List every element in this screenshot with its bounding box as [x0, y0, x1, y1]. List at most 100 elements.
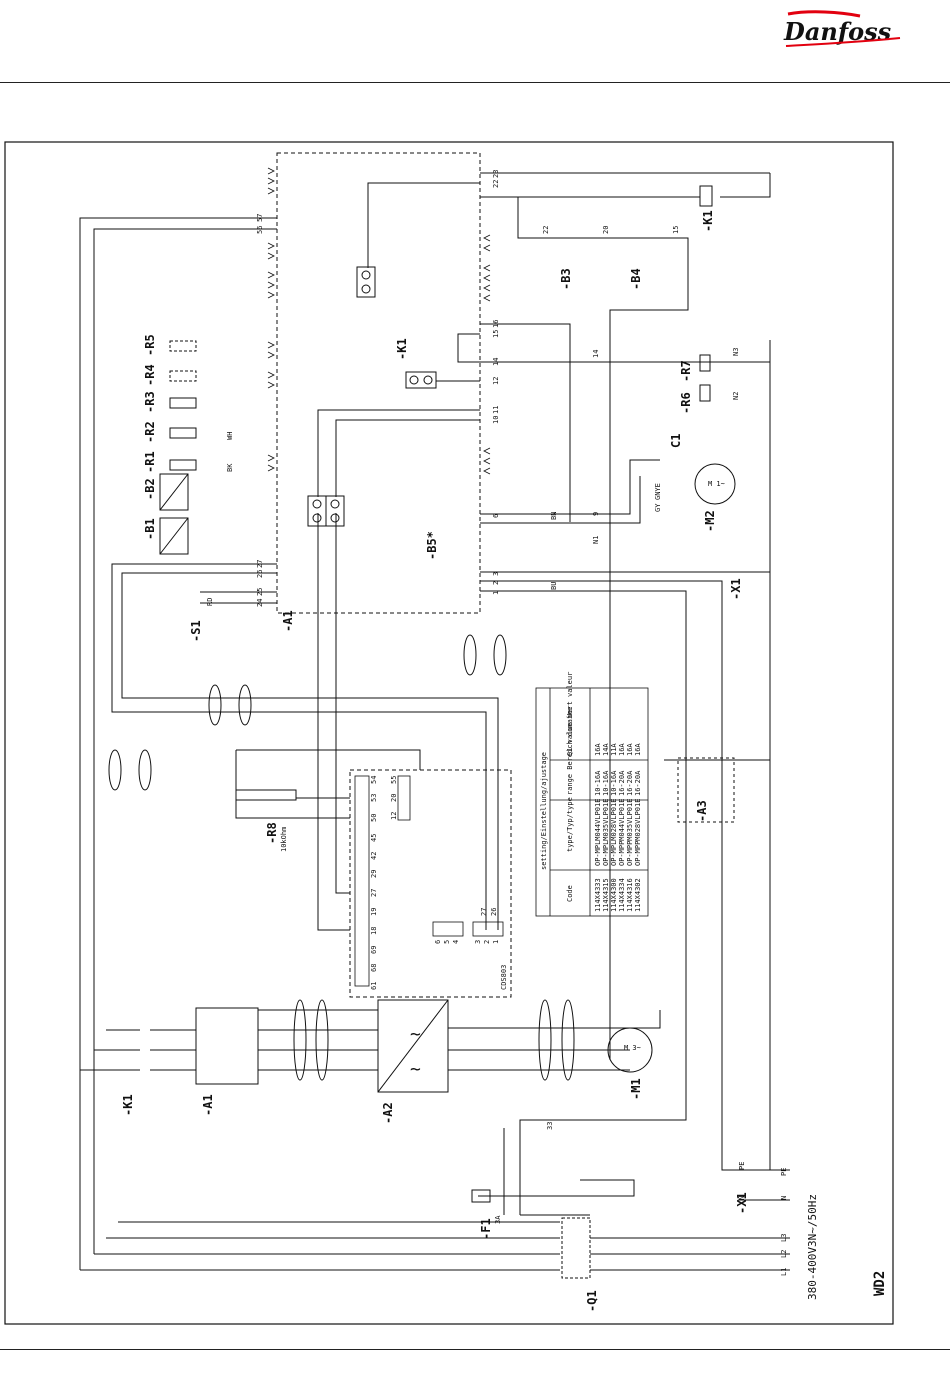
- label-b5: -B5*: [425, 531, 439, 560]
- label-f1: -F1: [479, 1218, 493, 1240]
- svg-text:2: 2: [492, 581, 500, 585]
- svg-text:10-16A: 10-16A: [594, 770, 602, 796]
- svg-text:L2: L2: [780, 1250, 788, 1258]
- svg-text:L1: L1: [780, 1268, 788, 1276]
- svg-text:6: 6: [434, 940, 442, 944]
- settings-table: [535, 687, 649, 917]
- table-title: setting/Einstellung/ajustage: [540, 752, 548, 870]
- table-header-type: type/Typ/type: [566, 797, 574, 852]
- label-r3: -R3: [143, 391, 157, 413]
- label-s1: -S1: [189, 620, 203, 642]
- svg-text:69: 69: [370, 946, 378, 954]
- svg-text:N: N: [780, 1196, 788, 1200]
- svg-text:PE: PE: [780, 1168, 788, 1176]
- svg-text:BU: BU: [550, 582, 558, 590]
- svg-text:54: 54: [370, 776, 378, 784]
- label-c1: C1: [669, 434, 683, 448]
- footer-rule: [0, 1349, 950, 1350]
- cable-shields: [108, 634, 575, 1081]
- svg-text:16A: 16A: [618, 743, 626, 756]
- svg-text:OP-MPLM028VLP01E: OP-MPLM028VLP01E: [610, 799, 618, 866]
- svg-text:15: 15: [672, 226, 680, 234]
- svg-text:22: 22: [492, 180, 500, 188]
- svg-text:14: 14: [592, 350, 600, 358]
- svg-text:3: 3: [474, 940, 482, 944]
- svg-text:OP-MPLM044VLP01E: OP-MPLM044VLP01E: [594, 799, 602, 866]
- m2-motor: [694, 463, 736, 505]
- table-header-q1: Q1 value Wert valeur: [566, 672, 574, 756]
- label-m1: -M1: [629, 1078, 643, 1100]
- svg-text:53: 53: [370, 794, 378, 802]
- svg-text:16-20A: 16-20A: [634, 770, 642, 796]
- svg-text:16-20A: 16-20A: [618, 770, 626, 796]
- m1-motor: [607, 1027, 653, 1073]
- label-r1: -R1: [143, 451, 157, 473]
- svg-text:27: 27: [256, 560, 264, 568]
- label-r7: -R7: [679, 360, 693, 382]
- label-b4: -B4: [629, 268, 643, 290]
- svg-text:10-16A: 10-16A: [610, 770, 618, 796]
- label-a1-power: -A1: [201, 1094, 215, 1116]
- wiring-lines: [79, 172, 790, 1271]
- label-r4: -R4: [143, 364, 157, 386]
- label-cds803: CDS803: [500, 965, 508, 990]
- svg-text:20: 20: [602, 226, 610, 234]
- svg-text:26: 26: [490, 908, 498, 916]
- wire-color-codes: BK WH RD BN BU GY GNYE: [206, 432, 662, 606]
- label-a3: -A3: [695, 800, 709, 822]
- cds-terminal-column: [354, 775, 504, 987]
- a2-tilde: ~: [410, 1024, 421, 1045]
- svg-text:5: 5: [443, 940, 451, 944]
- svg-text:42: 42: [370, 852, 378, 860]
- table-rows: 114X4333 OP-MPLM044VLP01E 10-16A 16A 114…: [594, 743, 642, 912]
- terminal-blocks: [307, 266, 437, 527]
- svg-text:50: 50: [370, 814, 378, 822]
- svg-text:OP-MPPM028VLP01E: OP-MPPM028VLP01E: [634, 799, 642, 866]
- label-b1: -B1: [143, 518, 157, 540]
- x1-terminal-labels: 22 20 15 14 9 N1 33 PE N N2 N3: [542, 226, 746, 1200]
- svg-text:GY: GY: [654, 503, 662, 512]
- supply-voltage-label: 380-400V3N~/50Hz: [806, 1194, 819, 1300]
- svg-text:24: 24: [256, 599, 264, 607]
- svg-text:45: 45: [370, 834, 378, 842]
- a2-inverter-block: [377, 999, 449, 1093]
- svg-text:BK: BK: [226, 463, 234, 472]
- label-k1: -K1: [121, 1094, 135, 1116]
- label-q1: -Q1: [585, 1290, 599, 1312]
- label-f1-rating: 3A: [494, 1215, 502, 1224]
- svg-text:OP-MPPM035VLP01E: OP-MPPM035VLP01E: [626, 799, 634, 866]
- table-header-range: range Bereich domaine: [566, 706, 574, 795]
- component-labels: -A1 -A1 -A2 -A3 -K1 -K1 -K1 -Q1 -F1 3A -…: [121, 210, 749, 1312]
- svg-text:16: 16: [492, 320, 500, 328]
- svg-text:16A: 16A: [594, 743, 602, 756]
- a1-left-terminals: [267, 167, 491, 475]
- svg-text:18: 18: [370, 927, 378, 935]
- svg-text:16A: 16A: [634, 743, 642, 756]
- label-r8: -R8: [265, 822, 279, 844]
- svg-text:BN: BN: [550, 512, 558, 520]
- label-r5: -R5: [143, 334, 157, 356]
- label-x1: -X1: [729, 578, 743, 600]
- page-id-text: WD2: [872, 1271, 888, 1296]
- svg-text:2: 2: [483, 940, 491, 944]
- svg-text:N: N: [738, 1196, 746, 1200]
- svg-text:68: 68: [370, 964, 378, 972]
- label-b2: -B2: [143, 478, 157, 500]
- a1-terminal-numbers: 57 56 27 26 25 24 23 22 16 15 14 12 11 1…: [256, 170, 500, 607]
- svg-text:114X4315: 114X4315: [602, 878, 610, 912]
- label-m2: -M2: [703, 510, 717, 532]
- svg-text:OP-MPPM044VLP01E: OP-MPPM044VLP01E: [618, 799, 626, 866]
- label-r2: -R2: [143, 421, 157, 443]
- svg-text:11: 11: [492, 406, 500, 414]
- label-x1-supply: -X1: [735, 1192, 749, 1214]
- m2-inside-label: M 1~: [708, 480, 725, 488]
- svg-text:N3: N3: [732, 348, 740, 356]
- svg-text:114X4302: 114X4302: [634, 878, 642, 912]
- svg-text:PE: PE: [738, 1162, 746, 1170]
- svg-text:16-20A: 16-20A: [626, 770, 634, 796]
- svg-text:29: 29: [370, 870, 378, 878]
- header-rule: [0, 82, 950, 83]
- svg-text:N2: N2: [732, 392, 740, 400]
- svg-text:6: 6: [492, 514, 500, 518]
- q1-breaker: [561, 1217, 591, 1279]
